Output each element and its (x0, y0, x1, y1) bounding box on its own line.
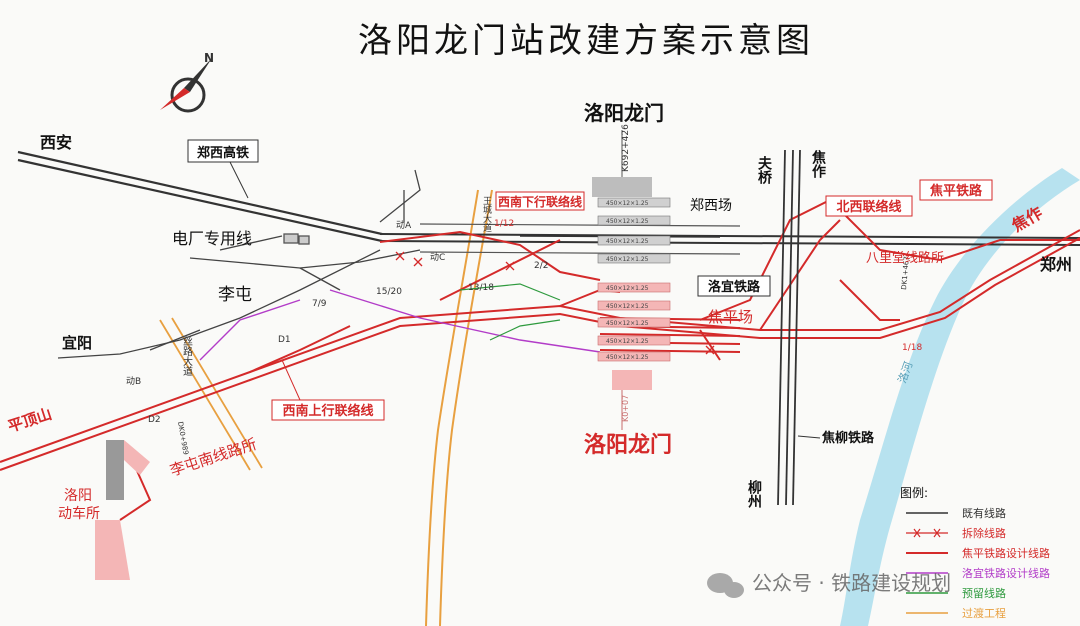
label-zhengxi-hsr-box (187, 139, 259, 163)
station-km-bottom: K0+07 (621, 395, 630, 422)
label-fu: 夫桥 (756, 155, 772, 185)
legend-item-3: 洛宜铁路设计线路 (906, 566, 1050, 580)
label-sw-up-link: 西南上行联络线 (282, 403, 373, 419)
label-ratio-15-20: 15/20 (376, 287, 402, 297)
label-jiaoping-railway: 焦平铁路 (929, 183, 983, 199)
label-zhengxi-yard: 郑西场 (690, 198, 732, 214)
label-zhengxi-hsr: 郑西高铁 (197, 145, 249, 161)
jiaoliu-railway-tracks (777, 149, 801, 506)
luoyang-depot (95, 440, 150, 580)
label-depot-1: 洛阳 (64, 488, 92, 504)
label-ratio-1-18: 1/18 (902, 343, 922, 353)
legend: 图例: 既有线路 拆除线路 焦平铁路设计线路 洛宜铁路设计线路 预留线路 过渡工… (900, 486, 1050, 620)
label-yiyang: 宜阳 (62, 334, 92, 352)
label-ratio-1-12: 1/12 (494, 219, 514, 229)
avenue-road (425, 189, 479, 626)
platform-label: 450×12×1.25 (606, 200, 649, 207)
station-name-bottom: 洛阳龙门 (584, 432, 672, 458)
existing-lines (57, 169, 421, 359)
label-dong-c: 动C (430, 252, 445, 263)
wechat-icon (707, 573, 744, 598)
watermark-text: 公众号 · 铁路建设规划 (752, 571, 951, 595)
legend-title: 图例: (900, 486, 928, 500)
label-dk-2: DK1+467 (900, 256, 911, 290)
label-xian: 西安 (40, 133, 72, 152)
label-power-plant-line: 电厂专用线 (172, 229, 252, 248)
label-silk-road: 丝路大道 (181, 336, 193, 376)
legend-label: 拆除线路 (962, 526, 1006, 540)
label-sw-down-link-box (495, 191, 585, 211)
platform-grey-group (597, 197, 671, 264)
compass-letter: N (204, 51, 214, 65)
label-fuzuo: 焦作 (810, 149, 827, 179)
compass-icon: N (160, 51, 214, 113)
page-title: 洛阳龙门站改建方案示意图 (358, 21, 814, 61)
label-sw-down-link: 西南下行联络线 (498, 194, 582, 209)
platform-label: 450×12×1.25 (606, 354, 649, 361)
station-building-bottom (612, 370, 652, 390)
station-km-top: K692+426 (621, 124, 631, 172)
label-depot-2: 动车所 (58, 505, 100, 522)
luoyi-design-lines (199, 289, 601, 361)
label-d2: D2 (148, 415, 161, 425)
label-jiaoping-yard: 焦平场 (708, 308, 753, 326)
label-ratio-2-2: 2/2 (534, 261, 548, 271)
legend-item-0: 既有线路 (906, 506, 1006, 520)
label-nw-link: 北西联络线 (836, 199, 901, 215)
label-zhengzhou: 郑州 (1040, 255, 1072, 274)
label-avenue: 王城大道 (481, 196, 492, 233)
platform-label: 450×12×1.25 (606, 256, 649, 263)
removed-markers (395, 251, 715, 355)
label-dong-b: 动B (126, 376, 141, 387)
zhengxi-hsr-tracks (17, 150, 1080, 255)
label-luoyi-railway: 洛宜铁路 (708, 279, 761, 295)
legend-label: 既有线路 (962, 506, 1006, 520)
label-luoyi-railway-box (697, 275, 771, 297)
platform-label: 450×12×1.25 (606, 303, 649, 310)
label-dong-a: 动A (396, 220, 412, 231)
label-liuzhou: 柳州 (746, 479, 763, 509)
watermark: 公众号 · 铁路建设规划 (707, 571, 951, 598)
label-dk-1: DK0+989 (176, 421, 190, 456)
legend-item-1: 拆除线路 (906, 526, 1006, 540)
label-ratio-13-18: 13/18 (468, 283, 494, 293)
label-nw-link-box (825, 195, 913, 217)
legend-label: 预留线路 (962, 586, 1006, 600)
platform-label: 450×12×1.25 (606, 338, 649, 345)
label-pingdingshan: 平顶山 (6, 405, 54, 436)
platform-label: 450×12×1.25 (606, 218, 649, 225)
label-sw-up-link-box (271, 399, 385, 421)
legend-label: 焦平铁路设计线路 (962, 546, 1050, 560)
platform-label: 450×12×1.25 (606, 238, 649, 245)
legend-item-4: 预留线路 (906, 586, 1006, 600)
label-jiaoliu-railway: 焦柳铁路 (821, 430, 875, 446)
platform-pink-group (597, 282, 671, 362)
station-building-top (592, 177, 652, 197)
platform-label: 450×12×1.25 (606, 285, 649, 292)
label-d1: D1 (278, 335, 291, 345)
station-name-top: 洛阳龙门 (584, 101, 664, 125)
river (840, 168, 1080, 626)
platform-label: 450×12×1.25 (606, 320, 649, 327)
label-jiaoping-railway-box (919, 179, 993, 201)
label-litun: 李屯 (218, 285, 252, 305)
legend-item-5: 过渡工程 (906, 606, 1006, 620)
label-balitang-post: 八里堂线路所 (866, 250, 944, 266)
reserved-lines (459, 283, 561, 341)
label-ratio-7-9: 7/9 (312, 299, 327, 309)
legend-item-2: 焦平铁路设计线路 (906, 546, 1050, 560)
legend-label: 洛宜铁路设计线路 (962, 566, 1050, 580)
legend-label: 过渡工程 (962, 606, 1006, 620)
silk-road (159, 319, 251, 471)
